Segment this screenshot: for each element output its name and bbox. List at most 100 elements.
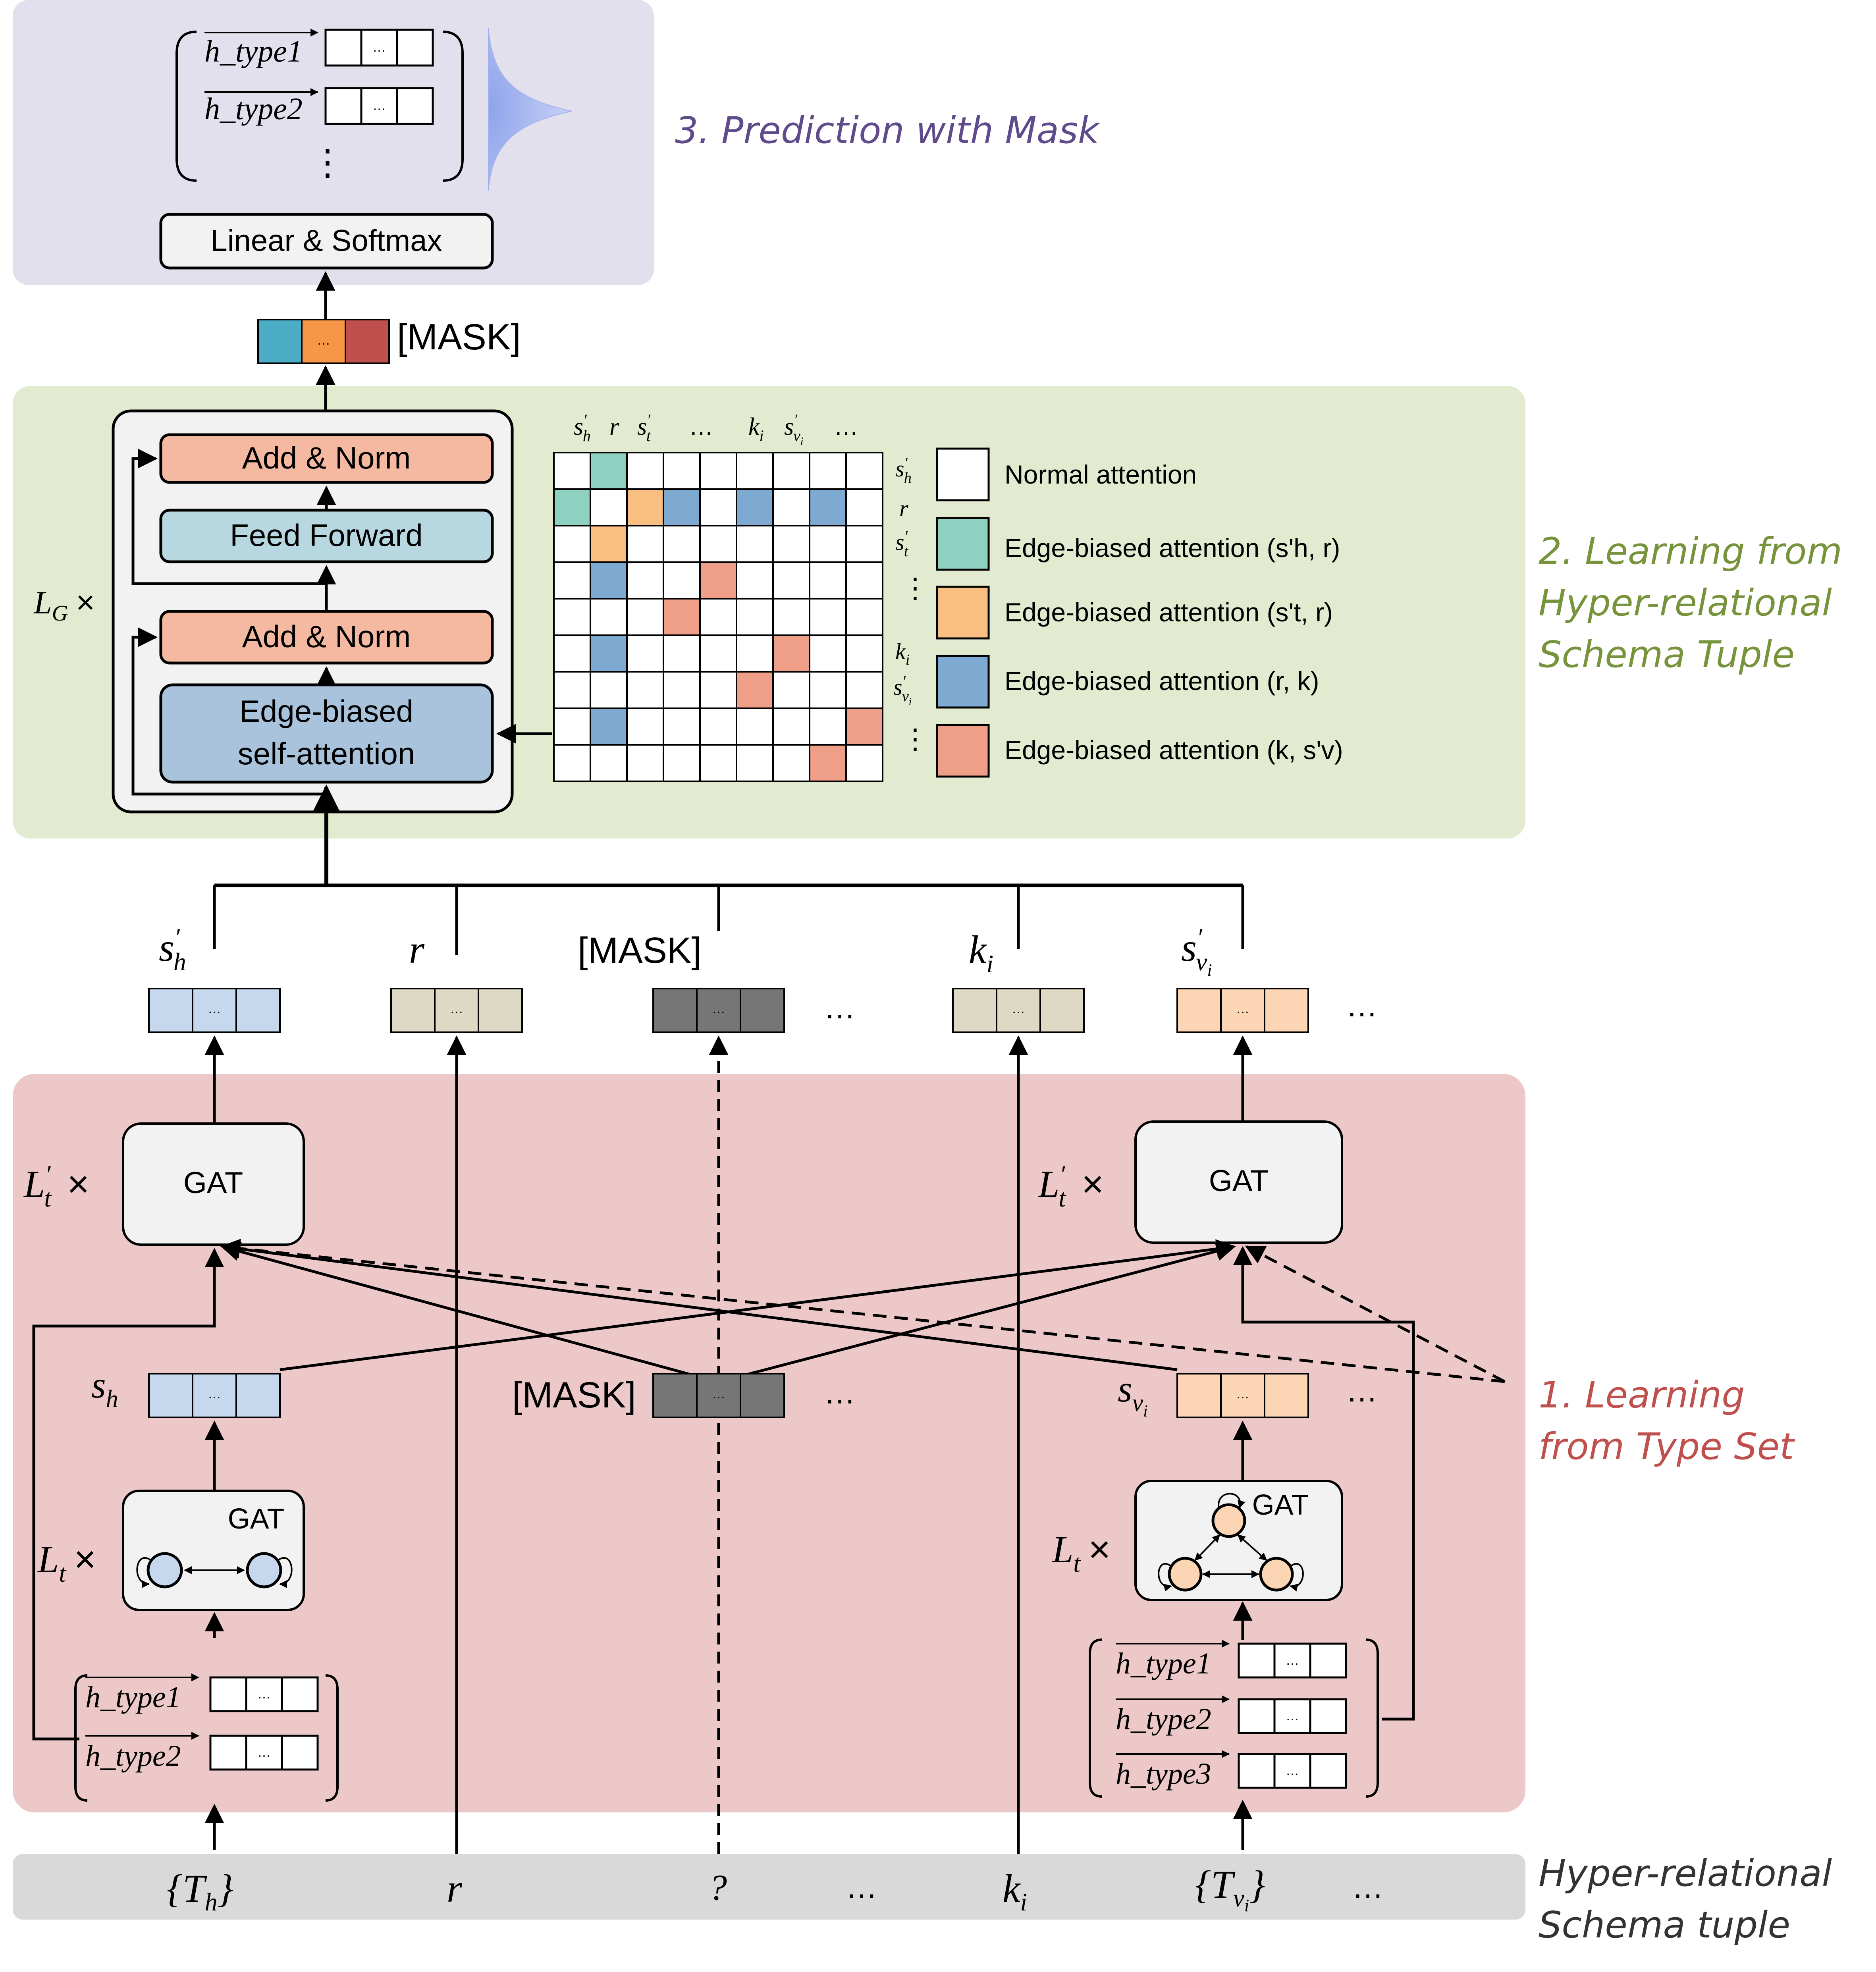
attention-cell <box>553 488 591 526</box>
transformer-repeat-label: LG× <box>33 584 95 626</box>
legend-swatch-sh-r <box>936 517 990 571</box>
attention-cell <box>772 488 810 526</box>
attention-cell <box>663 525 701 563</box>
gat-prime-right-label: GAT <box>1209 1164 1269 1198</box>
legend-swatch-r-k <box>936 655 990 709</box>
token-label-sh-prime: s′h <box>159 923 186 976</box>
token-vector-r: … <box>390 988 523 1033</box>
gat-left-graph <box>136 1552 293 1588</box>
output-row-label: h_type1 <box>204 34 303 68</box>
legend-label: Edge-biased attention (k, s'v) <box>1005 735 1343 765</box>
output-vdots: ⋮ <box>310 143 345 183</box>
output-row-cells: … <box>324 87 434 125</box>
attention-cell <box>845 598 883 636</box>
attention-cell <box>663 561 701 600</box>
gat-left-label: GAT <box>228 1503 285 1535</box>
legend-label: Edge-biased attention (s'h, r) <box>1005 533 1340 563</box>
attention-cell <box>772 452 810 490</box>
type-set-left: h_type1 … h_type2 … <box>74 1673 339 1802</box>
svg-text:r: r <box>899 495 908 521</box>
token-label-sh: sh <box>91 1365 118 1413</box>
legend-swatch-k-sv <box>936 724 990 778</box>
type-set-right: h_type1 … h_type2 … h_type3 … <box>1089 1639 1379 1798</box>
gat-right-graph <box>1158 1493 1304 1592</box>
self-attention-label-1: Edge-biased <box>239 694 413 729</box>
token-ellipsis: … <box>1346 1373 1378 1408</box>
type-interaction-edges <box>32 1239 1506 1741</box>
svg-text:…: … <box>257 1745 271 1760</box>
attention-cell <box>736 634 774 673</box>
token-ellipsis: … <box>1346 988 1378 1023</box>
attention-cell <box>663 598 701 636</box>
token-ellipsis: … <box>824 990 856 1025</box>
attention-cell <box>772 634 810 673</box>
attention-cell <box>772 671 810 709</box>
attention-cell <box>736 598 774 636</box>
type-row-label: h_type1 <box>1116 1647 1211 1680</box>
attention-cell <box>663 671 701 709</box>
attention-cell <box>736 488 774 526</box>
attention-cell <box>626 561 664 600</box>
attention-cell <box>809 598 847 636</box>
attention-cell <box>663 707 701 746</box>
attention-cell <box>590 707 628 746</box>
attention-cell <box>809 671 847 709</box>
attention-cell <box>772 525 810 563</box>
add-norm-top <box>159 433 494 484</box>
svg-text:…: … <box>1236 1001 1249 1016</box>
svg-text:…: … <box>712 1386 725 1401</box>
attention-cell <box>553 452 591 490</box>
attention-cell <box>626 707 664 746</box>
attention-cell <box>590 488 628 526</box>
input-r: r <box>447 1866 463 1910</box>
attention-cell <box>663 452 701 490</box>
attention-cell <box>736 452 774 490</box>
attention-cell <box>736 707 774 746</box>
svg-text:s′t: s′t <box>895 528 909 560</box>
type-row-label: h_type3 <box>1116 1757 1211 1791</box>
prediction-section-label: 3. Prediction with Mask <box>675 109 1101 152</box>
token-label-r: r <box>409 927 425 972</box>
gat-prime-left-label: GAT <box>183 1166 243 1200</box>
attention-cell <box>553 744 591 782</box>
input-bar <box>13 1854 1525 1920</box>
attention-cell <box>772 598 810 636</box>
attention-cell <box>845 452 883 490</box>
linear-softmax-box <box>159 213 494 270</box>
input-ellipsis: … <box>846 1869 877 1905</box>
attention-cell <box>590 598 628 636</box>
token-vector-mask: … <box>652 988 785 1033</box>
svg-text:…: … <box>208 1386 221 1401</box>
input-section-label-1: Hyper-relational <box>1539 1852 1832 1895</box>
attention-cell <box>699 634 737 673</box>
svg-text:…: … <box>1286 1653 1299 1668</box>
token-vector-ki: … <box>952 988 1085 1033</box>
linear-softmax-label: Linear & Softmax <box>211 224 442 258</box>
attention-cell <box>553 598 591 636</box>
attention-cell <box>626 488 664 526</box>
svg-text:…: … <box>1236 1386 1249 1401</box>
input-th: {Th} <box>167 1866 233 1916</box>
svg-text:…: … <box>317 333 330 348</box>
token-vector-sh: … <box>148 1373 281 1418</box>
attention-cell <box>772 561 810 600</box>
svg-text:…: … <box>712 1001 725 1016</box>
attention-cell <box>845 634 883 673</box>
attention-cell <box>626 525 664 563</box>
attention-cell <box>699 744 737 782</box>
attention-cell <box>553 707 591 746</box>
attention-cell <box>626 744 664 782</box>
attention-cell <box>809 488 847 526</box>
token-label-mask: [MASK] <box>578 930 702 971</box>
attention-cell <box>553 561 591 600</box>
attention-cell <box>845 707 883 746</box>
svg-text:…: … <box>834 413 858 440</box>
attention-cell <box>553 525 591 563</box>
attention-cell <box>590 744 628 782</box>
add-norm-top-label: Add & Norm <box>242 440 411 475</box>
attention-cell <box>809 634 847 673</box>
token-vector-svi-prime: … <box>1176 988 1309 1033</box>
svg-text:…: … <box>208 1001 221 1016</box>
attention-cell <box>809 744 847 782</box>
